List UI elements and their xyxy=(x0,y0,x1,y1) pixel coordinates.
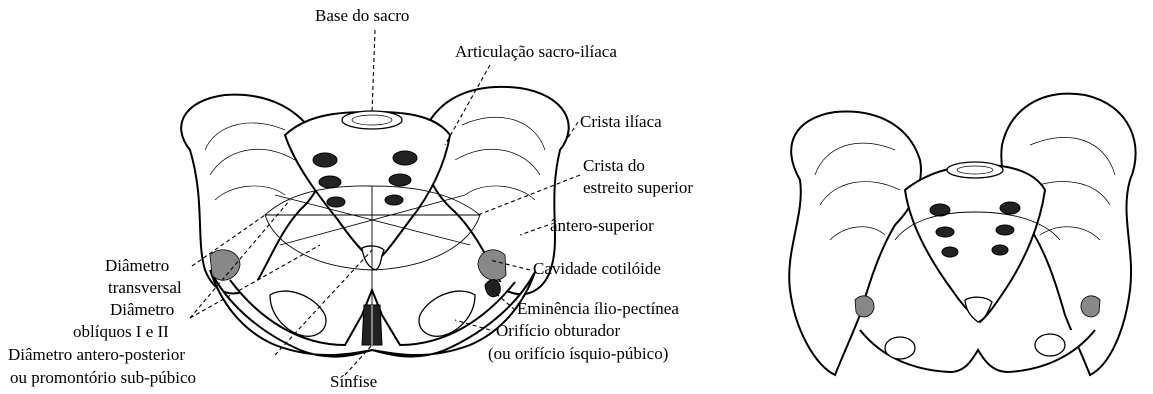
label-diametro-antero-posterior: Diâmetro antero-posterior xyxy=(8,345,185,364)
label-cavidade-cotiloide: Cavidade cotilóide xyxy=(533,259,661,278)
label-estreito-superior: estreito superior xyxy=(583,178,693,197)
label-diametro-transversal-1: Diâmetro xyxy=(105,256,169,275)
coccyx xyxy=(362,246,384,270)
right-pelvis-illustration xyxy=(789,94,1135,375)
sacral-base xyxy=(342,111,402,129)
label-base-do-sacro: Base do sacro xyxy=(315,6,409,25)
label-antero-superior: ântero-superior xyxy=(550,216,654,235)
label-crista-iliaca: Crista ilíaca xyxy=(580,112,662,131)
label-sinfise: Sínfise xyxy=(330,372,377,391)
label-diametro-obliquos-1: Diâmetro xyxy=(110,300,174,319)
label-diametro-transversal-2: transversal xyxy=(108,278,182,297)
label-diametro-obliquos-2: oblíquos I e II xyxy=(73,322,169,341)
label-orificio-isquio-pubico: (ou orifício ísquio-púbico) xyxy=(488,344,668,363)
label-promontorio-sub-pubico: ou promontório sub-púbico xyxy=(10,368,196,387)
label-eminencia-ilio-pectinea: Eminência ílio-pectínea xyxy=(517,299,679,318)
label-orificio-obturador: Orifício obturador xyxy=(496,321,620,340)
label-crista-do: Crista do xyxy=(583,156,645,175)
label-articulacao-sacro-iliaca: Articulação sacro-ilíaca xyxy=(455,42,617,61)
left-pelvis-illustration xyxy=(181,87,569,357)
